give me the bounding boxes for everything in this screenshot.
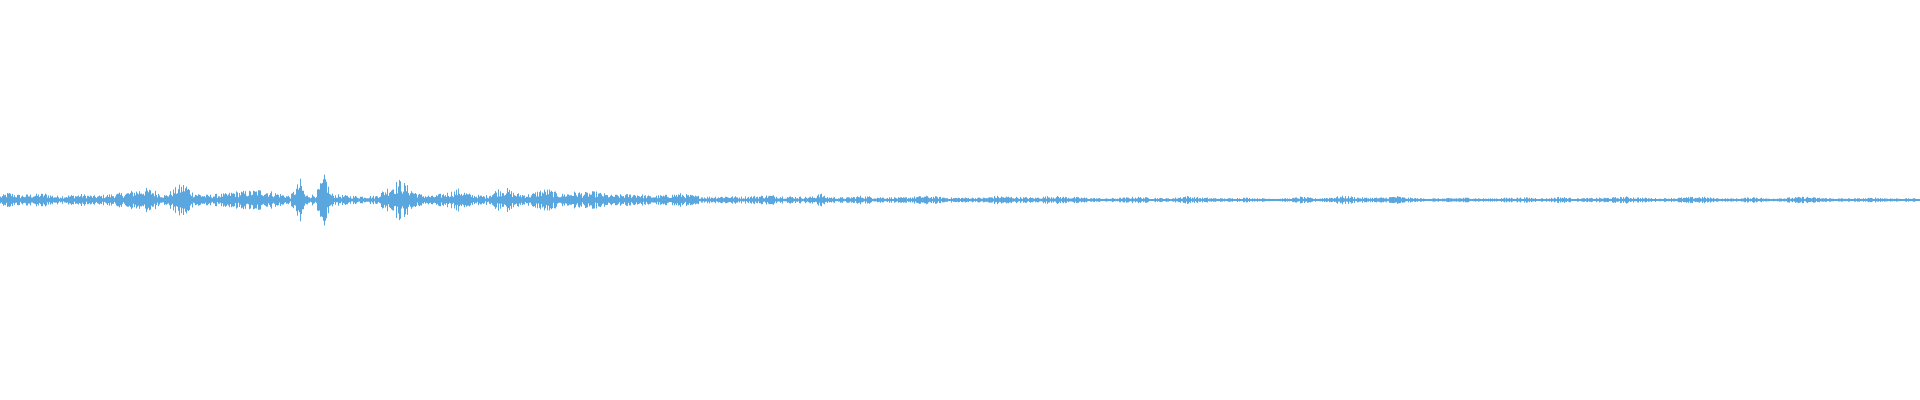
audio-waveform[interactable]: [0, 0, 1920, 400]
audio-waveform-panel[interactable]: [0, 0, 1920, 400]
